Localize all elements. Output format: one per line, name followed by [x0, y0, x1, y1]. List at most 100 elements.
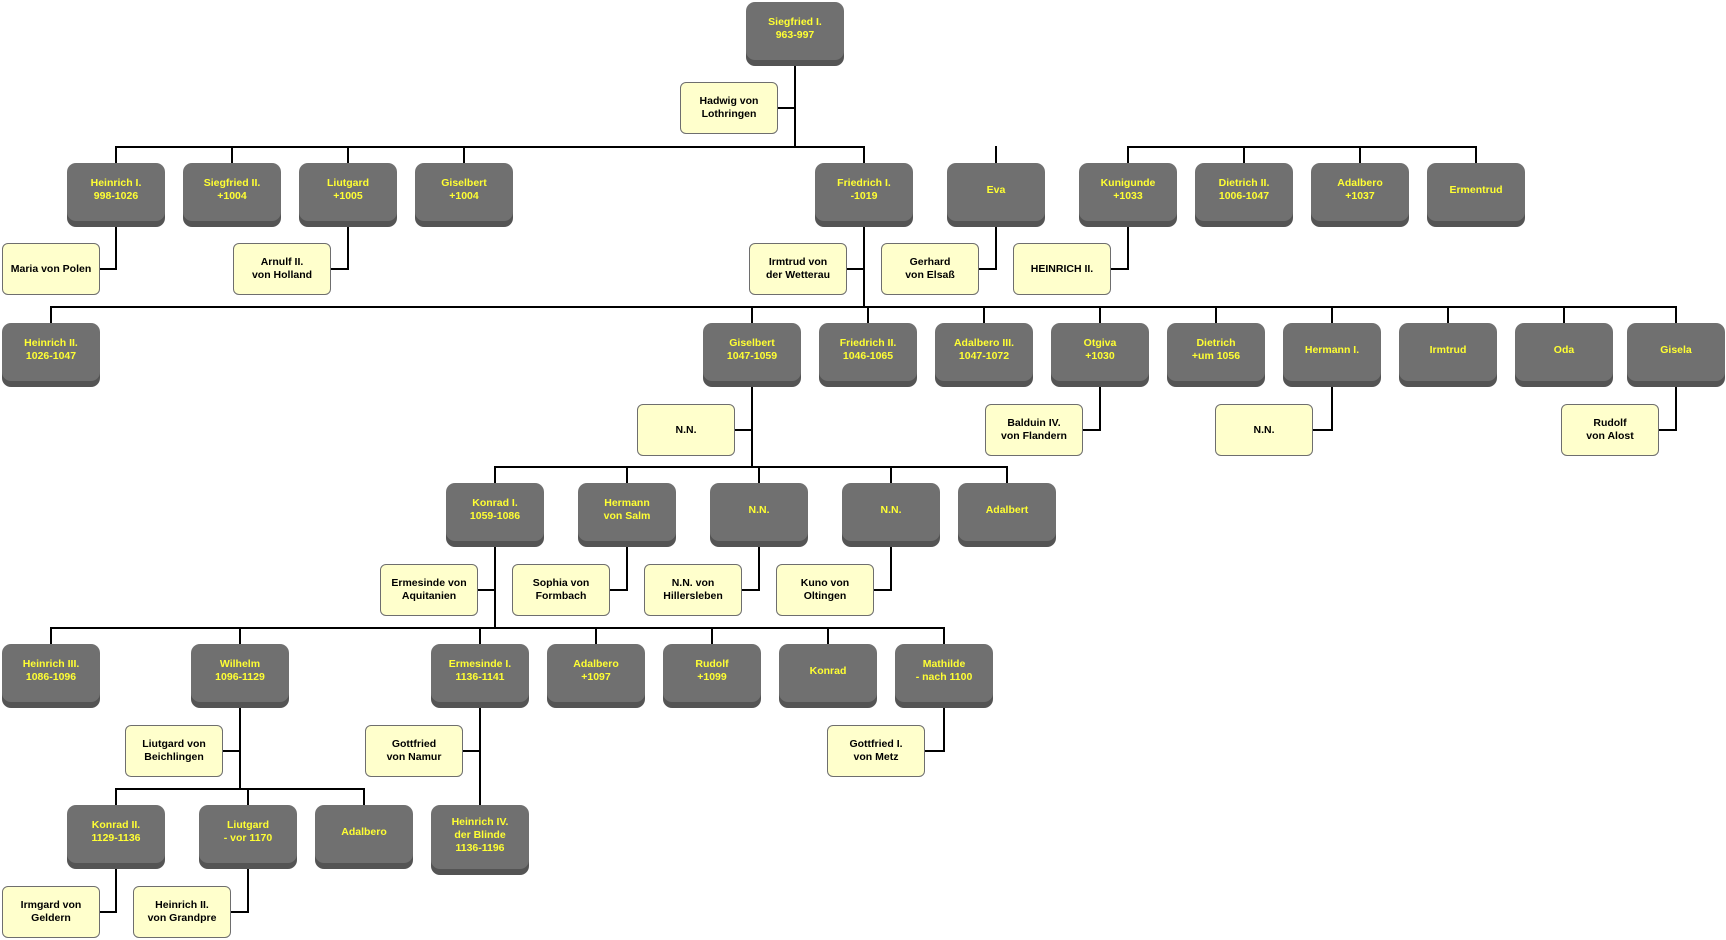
spouse-line1: N.N. [675, 423, 697, 436]
member-ermentrud[interactable]: Ermentrud [1427, 163, 1525, 221]
member-kunigunde[interactable]: Kunigunde+1033 [1079, 163, 1177, 221]
spouse-line2: Oltingen [803, 590, 847, 602]
member-mathilde[interactable]: Mathilde- nach 1100 [895, 644, 993, 702]
spouse-nns1[interactable]: N.N. [637, 404, 735, 456]
member-otgiva[interactable]: Otgiva+1030 [1051, 323, 1149, 381]
member-ermesinde1[interactable]: Ermesinde I.1136-1141 [431, 644, 529, 702]
member-friedrich2[interactable]: Friedrich II.1046-1065 [819, 323, 917, 381]
spouse-line2: Formbach [535, 590, 587, 602]
spouse-heinrichk[interactable]: HEINRICH II. [1013, 243, 1111, 295]
spouse-line1: Rudolf [1593, 417, 1627, 429]
member-konrad[interactable]: Konrad [779, 644, 877, 702]
member-name: Adalbero III. [953, 337, 1015, 349]
member-info: +1037 [1345, 190, 1375, 202]
member-adalbero5[interactable]: Adalbero [315, 805, 413, 863]
spouse-line1: N.N. [1253, 423, 1275, 436]
member-info: 1086-1096 [25, 671, 77, 683]
spouse-arnulf[interactable]: Arnulf II.von Holland [233, 243, 331, 295]
spouse-line1: Hadwig von [699, 95, 759, 107]
member-info: +1005 [333, 190, 363, 202]
member-name: Eva [986, 183, 1006, 196]
spouse-line2: Aquitanien [401, 590, 457, 602]
member-hermann1[interactable]: Hermann I. [1283, 323, 1381, 381]
member-info: - vor 1170 [223, 832, 273, 844]
spouse-line1: HEINRICH II. [1030, 262, 1094, 275]
member-name: Rudolf [695, 658, 729, 670]
member-nn2[interactable]: N.N. [842, 483, 940, 541]
member-name: Kunigunde [1100, 177, 1156, 189]
member-nn1[interactable]: N.N. [710, 483, 808, 541]
spouse-gottfriedmetz[interactable]: Gottfried I.von Metz [827, 725, 925, 777]
spouse-line1: Ermesinde von [391, 577, 467, 589]
spouse-line1: Gottfried [391, 738, 437, 750]
member-eva[interactable]: Eva [947, 163, 1045, 221]
member-dietrich2[interactable]: Dietrich II.1006-1047 [1195, 163, 1293, 221]
member-info2: 1136-1196 [455, 841, 505, 854]
member-name: Konrad II. [91, 819, 141, 831]
member-name: Friedrich II. [839, 337, 897, 349]
member-dietrich3[interactable]: Dietrich+um 1056 [1167, 323, 1265, 381]
member-adalbero1[interactable]: Adalbero+1037 [1311, 163, 1409, 221]
member-name: Siegfried I. [768, 16, 822, 28]
spouse-balduin[interactable]: Balduin IV.von Flandern [985, 404, 1083, 456]
member-giselbert1[interactable]: Giselbert+1004 [415, 163, 513, 221]
member-siegfried1[interactable]: Siegfried I.963-997 [746, 2, 844, 60]
member-info: -1019 [850, 190, 878, 202]
member-adalbero3[interactable]: Adalbero III.1047-1072 [935, 323, 1033, 381]
member-name: Heinrich III. [22, 658, 80, 670]
member-adalbert[interactable]: Adalbert [958, 483, 1056, 541]
member-konrad2[interactable]: Konrad II.1129-1136 [67, 805, 165, 863]
member-liutgard1[interactable]: Liutgard+1005 [299, 163, 397, 221]
member-heinrich1[interactable]: Heinrich I.998-1026 [67, 163, 165, 221]
member-info: 1059-1086 [469, 510, 521, 522]
member-rudolf[interactable]: Rudolf+1099 [663, 644, 761, 702]
spouse-line2: Geldern [31, 912, 71, 924]
spouse-maria[interactable]: Maria von Polen [2, 243, 100, 295]
member-name: Hermann [604, 497, 650, 509]
member-oda[interactable]: Oda [1515, 323, 1613, 381]
member-name: Giselbert [729, 337, 775, 349]
member-name: N.N. [748, 503, 770, 516]
member-name: Adalbero [341, 825, 387, 838]
spouse-heinrichgrandpre[interactable]: Heinrich II.von Grandpre [133, 886, 231, 938]
member-siegfried2[interactable]: Siegfried II.+1004 [183, 163, 281, 221]
member-info: 1026-1047 [25, 350, 77, 362]
member-info: 1006-1047 [1218, 190, 1270, 202]
member-gisela[interactable]: Gisela [1627, 323, 1725, 381]
member-heinrich3[interactable]: Heinrich III.1086-1096 [2, 644, 100, 702]
member-info: 963-997 [775, 29, 815, 41]
member-info: +1033 [1113, 190, 1143, 202]
member-name: Mathilde [922, 658, 966, 670]
member-konrad1[interactable]: Konrad I.1059-1086 [446, 483, 544, 541]
member-liutgard2[interactable]: Liutgard- vor 1170 [199, 805, 297, 863]
member-info: 1047-1059 [726, 350, 778, 362]
member-name: N.N. [880, 503, 902, 516]
member-friedrich1[interactable]: Friedrich I.-1019 [815, 163, 913, 221]
member-info: +1030 [1085, 350, 1115, 362]
spouse-line2: von Holland [251, 269, 313, 281]
member-adalbero4[interactable]: Adalbero+1097 [547, 644, 645, 702]
member-name: Ermesinde I. [448, 658, 512, 670]
spouse-nns2[interactable]: N.N. [1215, 404, 1313, 456]
spouse-line2: von Namur [386, 751, 442, 763]
spouse-line2: von Metz [853, 751, 899, 763]
spouse-line2: von Elsaß [905, 269, 955, 281]
member-irmtrud[interactable]: Irmtrud [1399, 323, 1497, 381]
member-heinrich2[interactable]: Heinrich II.1026-1047 [2, 323, 100, 381]
